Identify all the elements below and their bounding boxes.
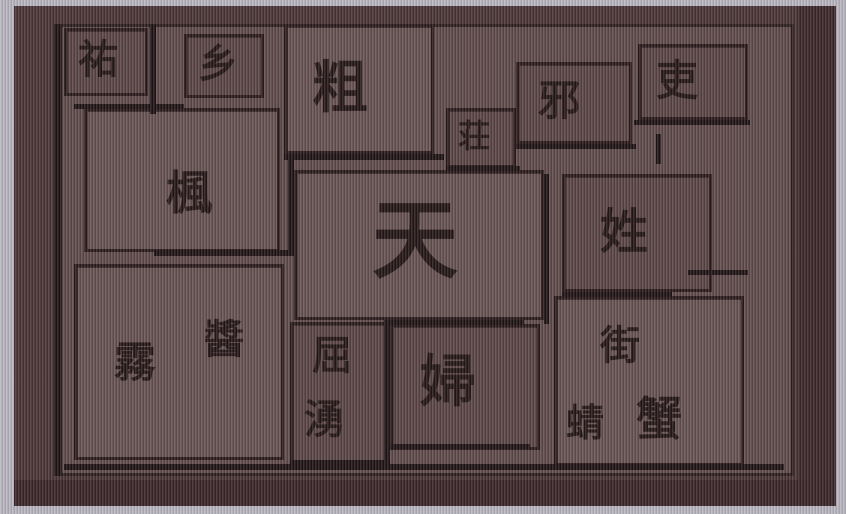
frame-edge-bottom [14,480,836,506]
tile-glyph: 荘 [458,117,491,155]
puzzle-tile[interactable]: 粗 [284,24,434,154]
puzzle-frame: 祐 乡 粗 荘 邪 吏 楓 [14,6,836,506]
tile-glyph: 蜻 [566,400,605,445]
puzzle-tile[interactable]: 邪 [516,62,632,144]
board-divider [390,444,530,449]
tile-glyph: 姓 [600,204,649,260]
tile-glyph: 邪 [538,76,581,125]
board-divider [688,270,748,275]
tile-glyph: 街 [600,322,640,369]
puzzle-tile[interactable]: 霧 醬 [74,264,284,460]
puzzle-tile[interactable]: 婦 [390,324,540,450]
puzzle-board: 祐 乡 粗 荘 邪 吏 楓 [54,24,794,476]
board-divider [150,24,156,114]
puzzle-tile[interactable]: 姓 [562,174,712,292]
puzzle-tile[interactable]: 天 [294,170,544,320]
board-divider [384,320,524,325]
board-divider [656,134,661,164]
board-divider [54,24,62,476]
puzzle-tile[interactable]: 荘 [446,108,516,168]
tile-glyph: 婦 [420,349,476,415]
puzzle-tile[interactable]: 楓 [84,108,280,252]
frame-edge-right [798,6,836,506]
tile-glyph: 天 [372,190,458,291]
board-divider [288,156,294,256]
board-divider [562,292,672,297]
puzzle-tile[interactable]: 街 蜻 蟹 [554,296,744,466]
tile-glyph: 湧 [304,396,344,443]
board-divider [634,120,750,125]
board-divider [516,144,636,149]
tile-glyph: 屈 [312,332,352,379]
board-divider [290,460,390,465]
tile-glyph: 霧 [114,338,157,387]
puzzle-tile[interactable]: 屈 湧 [290,322,390,468]
tile-glyph: 粗 [312,55,368,121]
puzzle-tile[interactable]: 乡 [184,34,264,98]
board-divider [284,154,444,160]
board-divider [74,104,184,109]
puzzle-tile[interactable]: 祐 [64,28,148,96]
tile-glyph: 蟹 [636,392,682,446]
puzzle-tile[interactable]: 吏 [638,44,748,120]
tile-glyph: 醬 [204,316,244,363]
tile-glyph: 祐 [78,36,118,83]
tile-glyph: 吏 [656,56,699,105]
board-divider [384,320,389,470]
board-divider [154,250,290,256]
board-divider [544,174,549,324]
tile-glyph: 楓 [166,166,212,220]
board-divider [64,464,784,470]
tile-glyph: 乡 [198,40,238,87]
board-divider [446,166,520,171]
